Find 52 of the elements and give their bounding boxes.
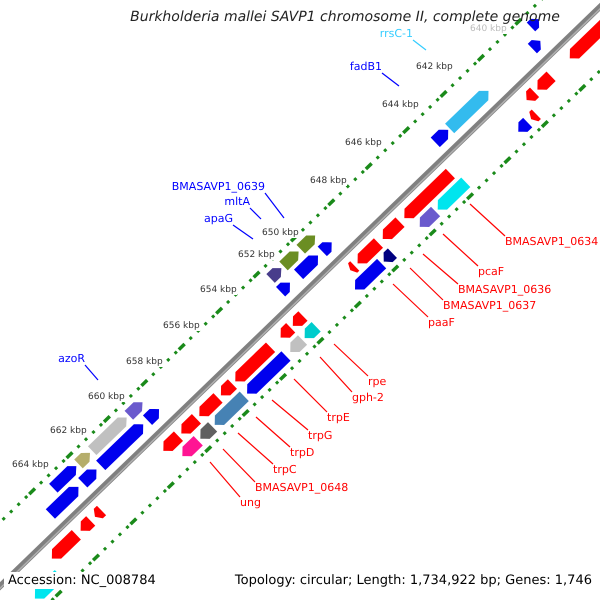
leader-line <box>222 448 256 482</box>
gene-label: mltA <box>224 196 250 208</box>
gene-label: BMASAVP1_0639 <box>172 181 265 193</box>
leader-line <box>232 224 254 240</box>
tick-label: 654 kbp <box>200 285 237 295</box>
gene-label: apaG <box>204 213 233 225</box>
leader-line <box>422 254 458 284</box>
tick-label: 652 kbp <box>238 250 275 260</box>
title: Burkholderia mallei SAVP1 chromosome II, complete genome <box>129 9 561 25</box>
tick-label: 664 kbp <box>12 460 49 470</box>
tick-label: 640 kbp <box>470 24 507 34</box>
gene-label: trpC <box>273 464 296 476</box>
tick-label: 646 kbp <box>345 138 382 148</box>
leader-line <box>210 462 240 498</box>
gene-label: ung <box>240 497 261 509</box>
leader-line <box>410 268 444 300</box>
tick-label: 644 kbp <box>382 100 419 110</box>
tick-label: 656 kbp <box>163 321 200 331</box>
leader-line <box>238 432 274 464</box>
tick-label: 642 kbp <box>416 62 453 72</box>
gene-label: paaF <box>428 317 455 329</box>
gene-label: azoR <box>58 353 85 365</box>
gene-label: rpe <box>368 376 386 388</box>
tick-label: 658 kbp <box>126 357 163 367</box>
tick-label: 660 kbp <box>88 392 125 402</box>
gene-label: rrsC-1 <box>380 28 413 40</box>
gene-label: BMASAVP1_0634 <box>505 236 598 248</box>
gene-label: pcaF <box>478 266 504 278</box>
leader-line <box>250 208 262 220</box>
gene-label: trpE <box>327 412 350 424</box>
tick-label: 648 kbp <box>310 176 347 186</box>
leader-line <box>272 400 308 430</box>
leader-line <box>412 40 426 50</box>
leader-line <box>442 234 478 266</box>
tick-label: 650 kbp <box>262 228 299 238</box>
leader-line <box>334 344 368 376</box>
leader-line <box>294 378 328 412</box>
gene-label: BMASAVP1_0636 <box>458 284 552 296</box>
leader-line <box>320 356 352 392</box>
leader-line <box>256 416 290 448</box>
leader-line <box>382 72 400 86</box>
leader-line <box>392 284 428 318</box>
leader-line <box>470 204 506 236</box>
gene-label: gph-2 <box>352 392 384 404</box>
tick-label: 662 kbp <box>50 426 87 436</box>
gene-label: BMASAVP1_0648 <box>255 482 348 494</box>
leader-line <box>264 192 284 218</box>
gene-label: BMASAVP1_0637 <box>443 300 536 312</box>
gene-label: trpD <box>290 447 314 459</box>
leader-line <box>84 364 98 380</box>
gene-label: trpG <box>308 430 332 442</box>
gene-label: fadB1 <box>350 61 382 73</box>
